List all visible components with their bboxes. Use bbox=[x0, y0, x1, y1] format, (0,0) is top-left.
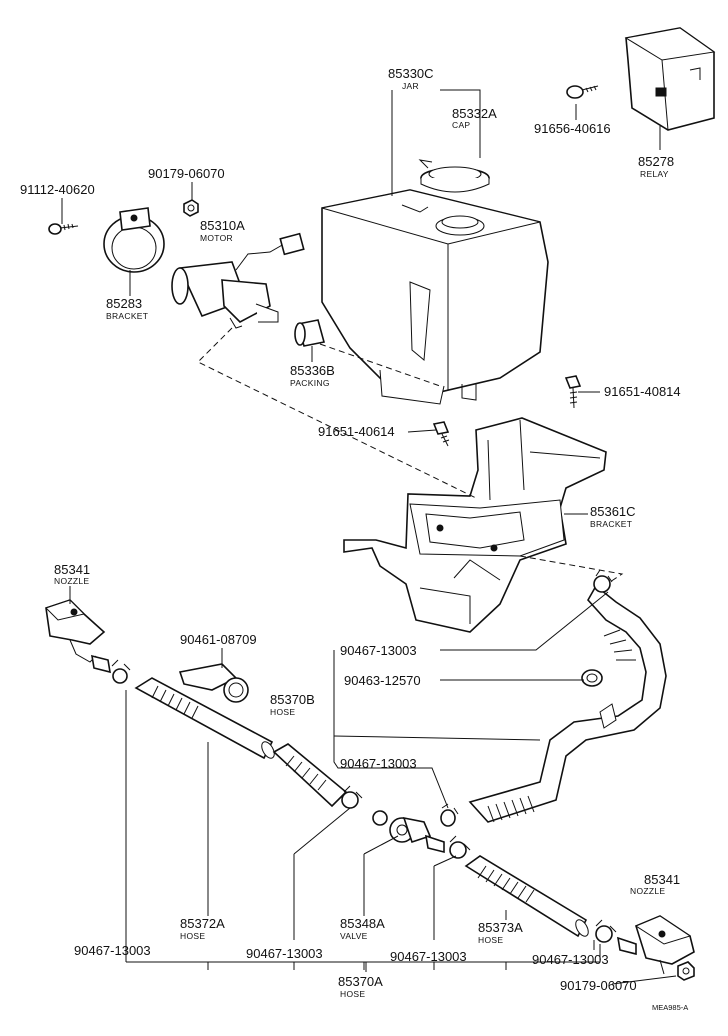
motor-number: 85310A bbox=[200, 218, 245, 233]
bolt-right bbox=[564, 375, 582, 409]
label-hose-left: 85372A HOSE bbox=[180, 916, 225, 941]
hose-right-number: 85373A bbox=[478, 920, 523, 935]
relay-number: 85278 bbox=[638, 154, 674, 169]
jar-number: 85330C bbox=[388, 66, 434, 81]
label-screw: 91112-40620 bbox=[20, 182, 95, 197]
clip-top-number: 90467-13003 bbox=[340, 643, 417, 658]
clip-br-number: 90467-13003 bbox=[532, 952, 609, 967]
bracket-large-name: BRACKET bbox=[590, 519, 632, 529]
label-hose-right: 85373A HOSE bbox=[478, 920, 523, 945]
hose-main-name: HOSE bbox=[270, 707, 295, 717]
label-bolt-mid: 91651-40614 bbox=[318, 424, 395, 439]
label-clamp-hose: 90461-08709 bbox=[180, 632, 257, 647]
bracket-small-name: BRACKET bbox=[106, 311, 148, 321]
washer-jar bbox=[321, 189, 549, 405]
label-clip-bc: 90467-13003 bbox=[390, 949, 467, 964]
hose-clamp bbox=[178, 663, 249, 703]
nozzle-right bbox=[616, 915, 695, 975]
label-valve: 85348A VALVE bbox=[340, 916, 385, 941]
motor-name: MOTOR bbox=[200, 233, 233, 243]
packing bbox=[294, 319, 325, 347]
label-nut-bottom: 90179-06070 bbox=[560, 978, 637, 993]
label-packing: 85336B PACKING bbox=[290, 363, 335, 388]
motor-nut bbox=[183, 199, 199, 217]
label-jar: 85330C JAR bbox=[388, 66, 434, 91]
bolt-mid bbox=[432, 421, 450, 447]
cap-name: CAP bbox=[452, 120, 470, 130]
bracket-small bbox=[103, 207, 165, 273]
hose-bottom-name: HOSE bbox=[340, 989, 365, 999]
nut-bottom-number: 90179-06070 bbox=[560, 978, 637, 993]
check-valve bbox=[372, 810, 432, 844]
bracket-large bbox=[343, 417, 607, 633]
jar-name: JAR bbox=[402, 81, 419, 91]
nozzle-nut bbox=[677, 961, 695, 981]
packing-name: PACKING bbox=[290, 378, 330, 388]
bolt-right-number: 91651-40814 bbox=[604, 384, 681, 399]
leader-lines bbox=[61, 89, 677, 985]
label-clip-br: 90467-13003 bbox=[532, 952, 609, 967]
valve-name: VALVE bbox=[340, 931, 368, 941]
label-bracket-large: 85361C BRACKET bbox=[590, 504, 636, 529]
clip-bm-number: 90467-13003 bbox=[246, 946, 323, 961]
label-bracket-small: 85283 BRACKET bbox=[106, 296, 148, 321]
hose-mid-left bbox=[272, 743, 363, 809]
nut-motor-number: 90179-06070 bbox=[148, 166, 225, 181]
label-bolt-top: 91656-40616 bbox=[534, 121, 611, 136]
bolt-mid-number: 91651-40614 bbox=[318, 424, 395, 439]
clip-center-number: 90467-13003 bbox=[340, 756, 417, 771]
hose-bottom-number: 85370A bbox=[338, 974, 383, 989]
label-hose-bottom: 85370A HOSE bbox=[338, 974, 383, 999]
label-clip-center: 90467-13003 bbox=[340, 756, 417, 771]
label-nozzle-left: 85341 NOZZLE bbox=[54, 562, 90, 586]
hose-left-name: HOSE bbox=[180, 931, 205, 941]
label-nozzle-right: 85341 NOZZLE bbox=[630, 872, 680, 896]
label-hose-main: 85370B HOSE bbox=[270, 692, 315, 717]
hose-right bbox=[464, 855, 617, 943]
nozzle-left-name: NOZZLE bbox=[54, 576, 89, 586]
valve-connectors bbox=[424, 803, 471, 859]
dashed-guide-lines bbox=[197, 327, 624, 587]
clip-bl-number: 90467-13003 bbox=[74, 943, 151, 958]
label-clip-top: 90467-13003 bbox=[340, 643, 417, 658]
bracket-small-number: 85283 bbox=[106, 296, 142, 311]
clip-alt-number: 90463-12570 bbox=[344, 673, 421, 688]
label-nut-motor: 90179-06070 bbox=[148, 166, 225, 181]
bolt-top-number: 91656-40616 bbox=[534, 121, 611, 136]
label-motor: 85310A MOTOR bbox=[200, 218, 245, 243]
clip-alt bbox=[581, 669, 603, 687]
hose-left bbox=[134, 677, 275, 760]
bolt-top bbox=[566, 85, 599, 99]
hose-main-number: 85370B bbox=[270, 692, 315, 707]
clip-bc-number: 90467-13003 bbox=[390, 949, 467, 964]
cap-number: 85332A bbox=[452, 106, 497, 121]
hose-main bbox=[468, 584, 667, 823]
hose-right-name: HOSE bbox=[478, 935, 503, 945]
washer-motor bbox=[171, 232, 305, 329]
nozzle-left bbox=[45, 599, 106, 663]
label-clip-bm: 90467-13003 bbox=[246, 946, 323, 961]
relay-name: RELAY bbox=[640, 169, 669, 179]
clamp-hose-number: 90461-08709 bbox=[180, 632, 257, 647]
label-bolt-right: 91651-40814 bbox=[604, 384, 681, 399]
valve-number: 85348A bbox=[340, 916, 385, 931]
screw bbox=[48, 223, 79, 235]
left-connector bbox=[91, 654, 131, 684]
nozzle-right-name: NOZZLE bbox=[630, 886, 665, 896]
label-relay: 85278 RELAY bbox=[638, 154, 674, 179]
jar-cap bbox=[418, 159, 490, 193]
label-clip-alt: 90463-12570 bbox=[344, 673, 421, 688]
label-cap: 85332A CAP bbox=[452, 106, 497, 130]
relay bbox=[624, 27, 716, 131]
bracket-large-number: 85361C bbox=[590, 504, 636, 519]
nozzle-left-number: 85341 bbox=[54, 562, 90, 577]
screw-number: 91112-40620 bbox=[20, 182, 95, 197]
diagram-code: MEA985-A bbox=[652, 1003, 688, 1012]
packing-number: 85336B bbox=[290, 363, 335, 378]
clip-hose-end bbox=[593, 569, 613, 593]
nozzle-right-number: 85341 bbox=[644, 872, 680, 887]
label-clip-bl: 90467-13003 bbox=[74, 943, 151, 958]
hose-left-number: 85372A bbox=[180, 916, 225, 931]
